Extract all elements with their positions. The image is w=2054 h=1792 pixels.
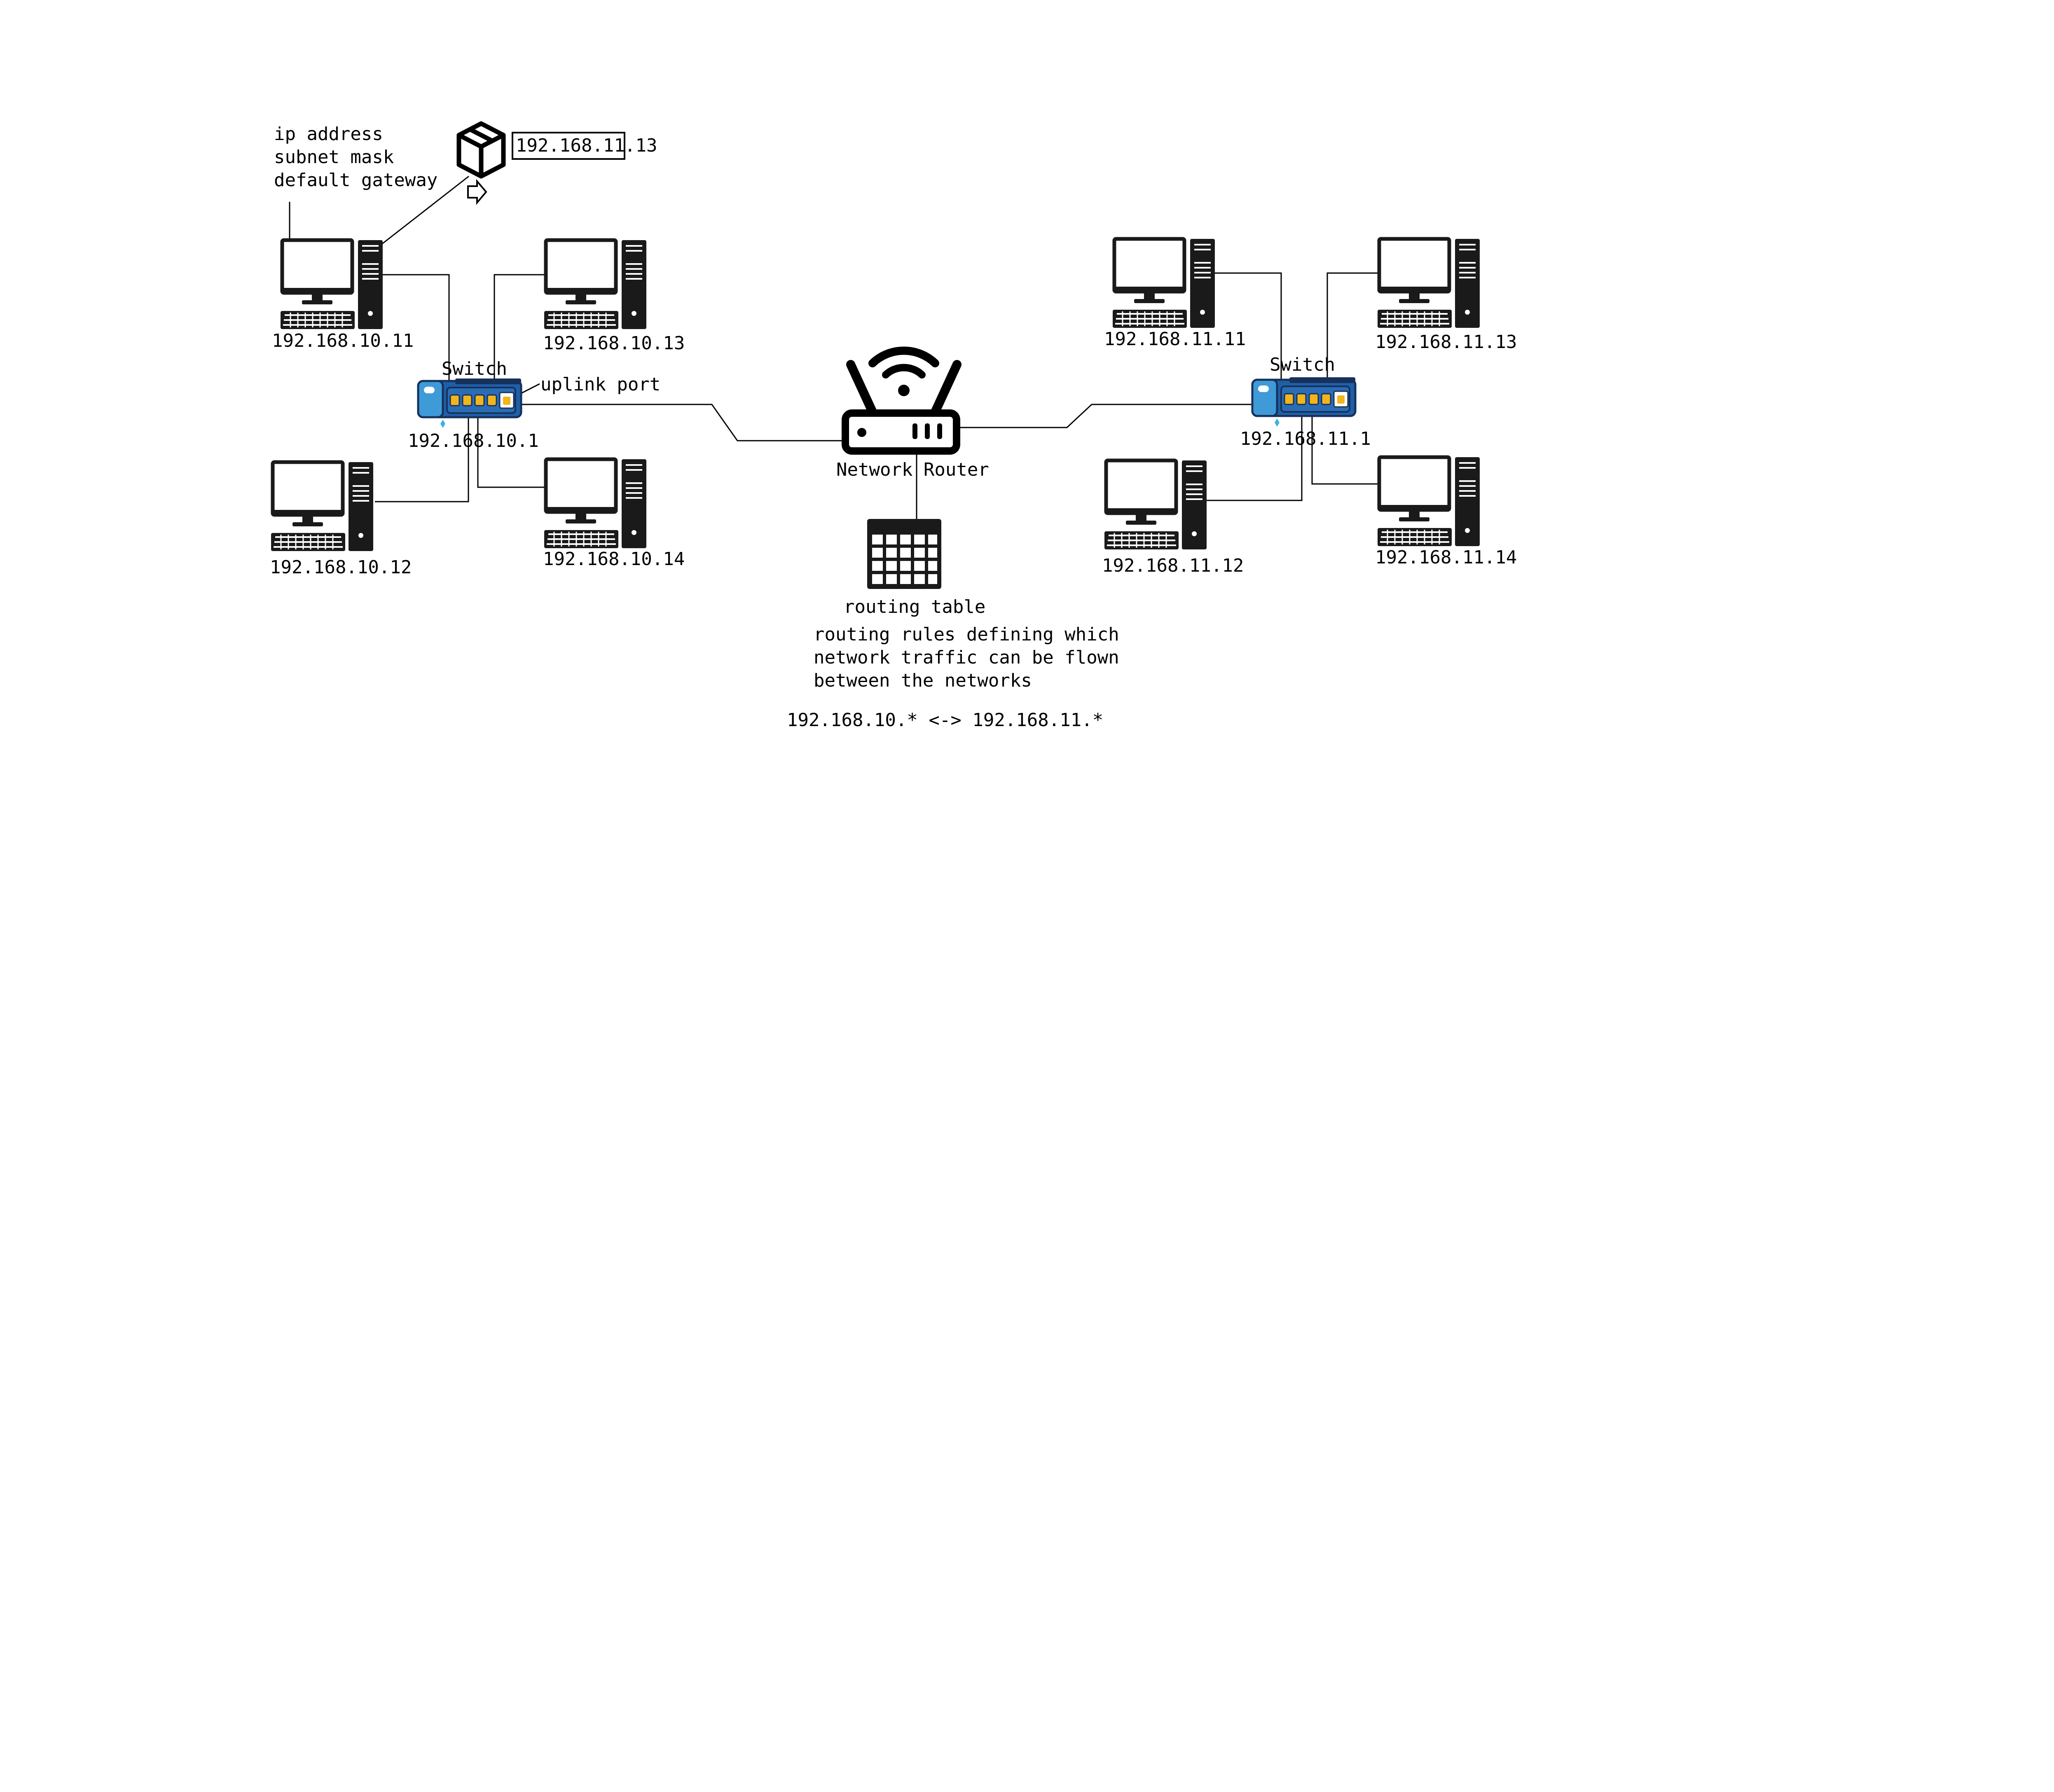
routing-desc-line-2: network traffic can be flown [814,647,1119,668]
packet-dest-network: 192.168.11 [516,135,625,156]
pc-left-3[interactable] [544,240,646,329]
switch-right-label: Switch [1270,354,1335,375]
packet-field-ip: ip address [274,124,383,145]
switch-left-ip: 192.168.10.1 [408,430,539,451]
routing-rule: 192.168.10.* <-> 192.168.11.* [787,710,1103,731]
arrow-right-icon [467,179,487,205]
packet-field-gateway: default gateway [274,170,437,191]
pc-left-2-ip: 192.168.10.12 [270,557,412,578]
pc-right-1-ip: 192.168.11.11 [1104,329,1246,350]
switch-left-icon[interactable] [418,378,521,428]
pc-right-2[interactable] [1104,460,1207,549]
right-network-wiring [916,272,1379,519]
switch-left-label: Switch [442,358,507,379]
pc-right-4-ip: 192.168.11.14 [1375,547,1517,568]
switch-right-icon[interactable] [1252,377,1355,427]
pc-left-3-ip: 192.168.10.13 [543,333,685,354]
pc-right-3-ip: 192.168.11.13 [1375,332,1517,353]
switch-right-ip: 192.168.11.1 [1240,428,1371,449]
routing-desc-line-1: routing rules defining which [814,624,1119,645]
pc-left-4-ip: 192.168.10.14 [543,549,685,570]
pc-right-1[interactable] [1113,239,1215,328]
left-network-wiring [289,175,842,502]
pc-right-4[interactable] [1378,457,1480,546]
uplink-port-label: uplink port [540,374,660,395]
packet-field-mask: subnet mask [274,147,394,168]
packet-cube-icon [456,121,506,179]
pc-left-4[interactable] [544,459,646,548]
pc-left-1[interactable] [281,240,383,329]
pc-right-3[interactable] [1378,239,1480,328]
routing-table-icon[interactable] [867,519,941,589]
packet-dest-host: .13 [625,135,657,156]
pc-left-2[interactable] [271,462,373,551]
pc-right-2-ip: 192.168.11.12 [1102,555,1244,576]
routing-desc-line-3: between the networks [814,670,1032,691]
packet-dest-highlight-box [512,132,625,160]
router-label: Network Router [836,459,989,480]
router-icon[interactable] [842,346,961,455]
pc-left-1-ip: 192.168.10.11 [272,330,414,351]
routing-table-label: routing table [844,596,985,617]
